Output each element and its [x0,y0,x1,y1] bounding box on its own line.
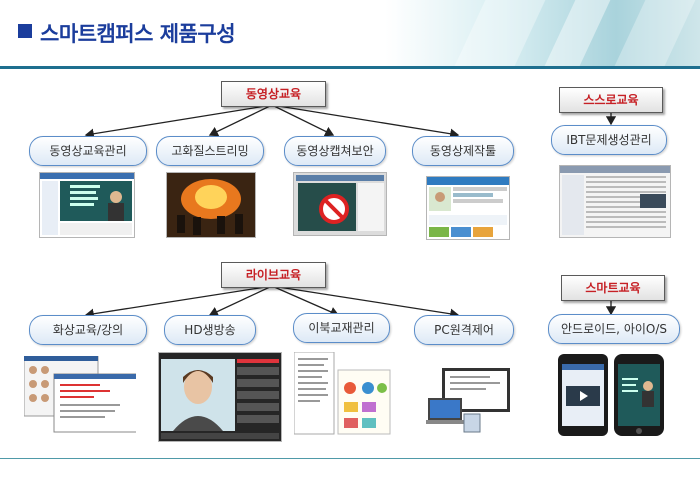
header-banner [0,0,700,66]
category-smart-education: 스마트교육 [561,275,665,301]
screenshot-hq-streaming [166,172,256,238]
product-capture-security: 동영상캡쳐보안 [284,136,386,166]
footer-divider [0,458,700,459]
page-title: 스마트캠퍼스 제품구성 [40,22,236,46]
category-live-education: 라이브교육 [221,262,326,288]
header-divider [0,66,700,69]
product-ibt-management: IBT문제생성관리 [551,125,667,155]
screenshot-pc-remote [426,366,512,434]
screenshot-hd-broadcast [158,352,282,442]
product-video-management: 동영상교육관리 [29,136,147,166]
screenshot-mobile-apps [556,352,666,438]
screenshot-ibt-management [559,165,671,238]
product-hd-broadcast: HD생방송 [164,315,256,345]
product-video-lecture: 화상교육/강의 [29,315,147,345]
product-android-ios: 안드로이드, 아이O/S [548,314,680,344]
product-video-tool: 동영상제작툴 [412,136,514,166]
product-hq-streaming: 고화질스트리밍 [156,136,264,166]
screenshot-video-lecture [24,356,136,434]
category-video-education: 동영상교육 [221,81,326,107]
screenshot-video-tool [426,176,510,240]
title-bullet-icon [18,24,32,38]
category-self-education: 스스로교육 [559,87,663,113]
screenshot-ebook-management [294,352,392,438]
product-ebook-management: 이북교재관리 [293,313,390,343]
product-pc-remote: PC원격제어 [414,315,514,345]
screenshot-video-management [39,172,135,238]
screenshot-capture-security [293,172,387,236]
